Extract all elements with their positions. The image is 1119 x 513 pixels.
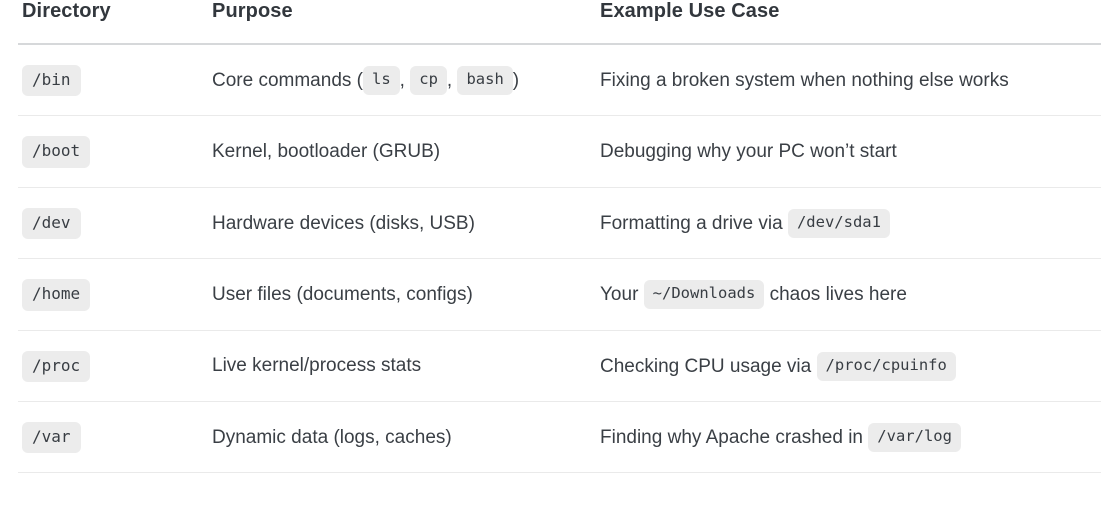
purpose-text: Live kernel/process stats xyxy=(212,355,422,377)
cell-directory: /boot xyxy=(18,115,208,188)
example-path-chip: /proc/cpuinfo xyxy=(816,351,956,381)
column-header-example-use-case: Example Use Case xyxy=(600,0,780,22)
example-text-prefix: Formatting a drive via xyxy=(600,213,783,235)
cell-purpose: Core commands (ls, cp, bash) xyxy=(208,44,596,117)
cell-purpose: Dynamic data (logs, caches) xyxy=(208,401,596,474)
example-path-chip: /var/log xyxy=(868,423,961,453)
directory-path-chip: /home xyxy=(22,279,91,311)
directory-path-chip: /boot xyxy=(22,136,91,168)
table-header: Directory Purpose Example Use Case xyxy=(18,0,1101,44)
directory-path-chip: /dev xyxy=(22,207,81,240)
cell-directory: /var xyxy=(18,401,208,474)
purpose-text: Hardware devices (disks, USB) xyxy=(212,212,475,234)
cell-example-use-case: Fixing a broken system when nothing else… xyxy=(596,44,1101,117)
cell-directory: /bin xyxy=(18,44,208,117)
example-text-prefix: Fixing a broken system when nothing else… xyxy=(600,69,1009,91)
command-chip: bash xyxy=(457,66,513,96)
cell-directory: /dev xyxy=(18,187,208,260)
cell-example-use-case: Checking CPU usage via /proc/cpuinfo xyxy=(596,330,1101,402)
example-text-suffix: chaos lives here xyxy=(769,284,907,306)
cell-directory: /home xyxy=(18,258,208,331)
example-path-chip: /dev/sda1 xyxy=(787,209,890,238)
example-text-prefix: Finding why Apache crashed in xyxy=(600,427,863,449)
cell-purpose: User files (documents, configs) xyxy=(208,258,596,331)
purpose-text: User files (documents, configs) xyxy=(212,284,473,306)
command-chip: cp xyxy=(410,66,447,96)
directory-path-chip: /var xyxy=(22,421,81,454)
cell-example-use-case: Finding why Apache crashed in /var/log xyxy=(596,401,1101,474)
command-chip: ls xyxy=(363,66,400,96)
comma-separator: , xyxy=(446,70,453,92)
example-text-prefix: Debugging why your PC won’t start xyxy=(600,141,897,163)
comma-separator: , xyxy=(399,70,405,92)
table-row: /var Dynamic data (logs, caches) Finding w… xyxy=(18,401,1101,474)
table-row: /proc Live kernel/process stats Checking C… xyxy=(18,330,1101,402)
cell-directory: /proc xyxy=(18,330,208,402)
example-path-chip: ~/Downloads xyxy=(643,280,765,310)
column-header-directory: Directory xyxy=(22,0,111,22)
example-text-prefix: Checking CPU usage via xyxy=(600,355,812,377)
cell-purpose: Live kernel/process stats xyxy=(208,330,596,402)
cell-example-use-case: Debugging why your PC won’t start xyxy=(596,115,1101,188)
table-row: /home User files (documents, configs) Your… xyxy=(18,258,1101,331)
purpose-text: Dynamic data (logs, caches) xyxy=(212,426,452,448)
directory-path-chip: /bin xyxy=(22,65,81,97)
table-row: /boot Kernel, bootloader (GRUB) Debugging … xyxy=(18,115,1101,188)
cell-purpose: Kernel, bootloader (GRUB) xyxy=(208,115,596,188)
purpose-text: Kernel, bootloader (GRUB) xyxy=(212,141,441,163)
table-row: /dev Hardware devices (disks, USB) Formatt… xyxy=(18,187,1101,260)
cell-example-use-case: Your ~/Downloads chaos lives here xyxy=(596,258,1101,331)
cell-example-use-case: Formatting a drive via /dev/sda1 xyxy=(596,187,1101,260)
example-text-prefix: Your xyxy=(600,284,639,306)
purpose-text-prefix: Core commands ( xyxy=(212,70,363,92)
table-header-row: Directory Purpose Example Use Case xyxy=(18,0,1101,44)
cell-purpose: Hardware devices (disks, USB) xyxy=(208,187,596,260)
purpose-text-suffix: ) xyxy=(512,70,520,92)
directory-path-chip: /proc xyxy=(22,350,91,382)
column-header-purpose: Purpose xyxy=(212,0,293,22)
